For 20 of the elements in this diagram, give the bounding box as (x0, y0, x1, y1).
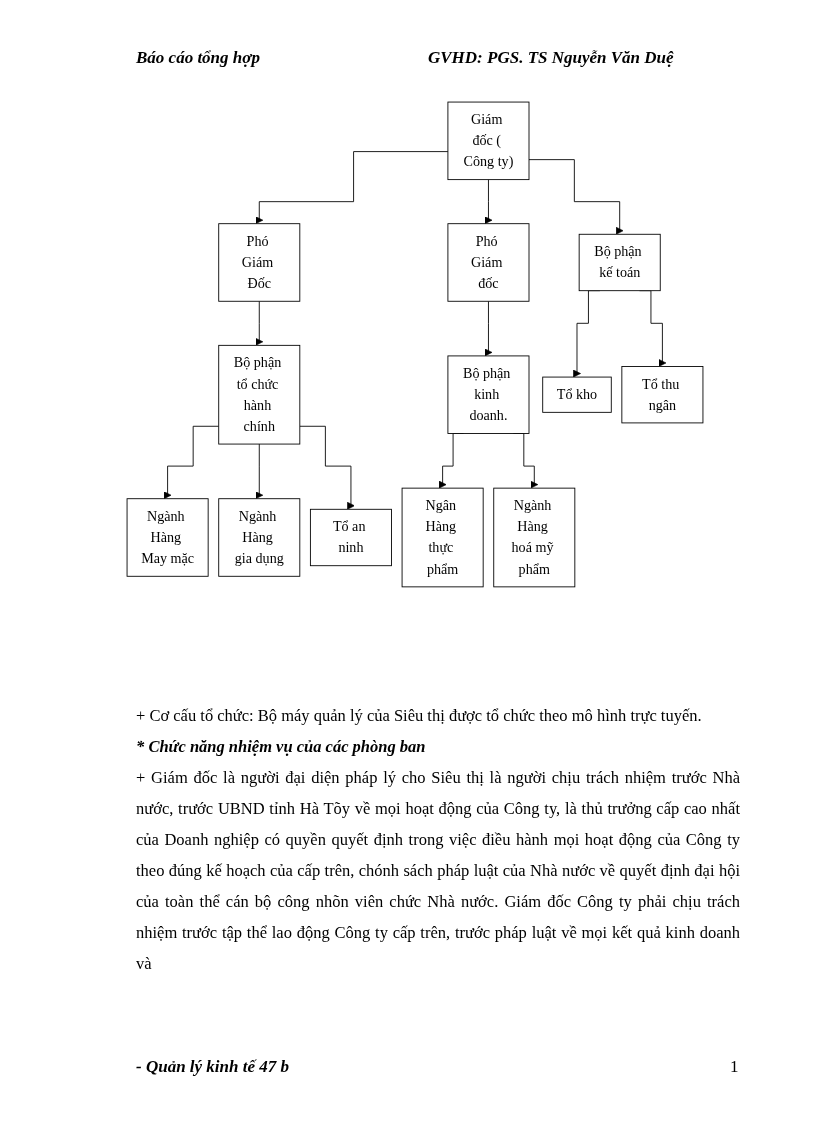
footer-text: - Quản lý kinh tế 47 b (136, 1057, 290, 1077)
paragraph: + Cơ cấu tổ chức: Bộ máy quản lý của Siêu thị được tổ chức theo mô hình trực tuyến. (136, 705, 703, 727)
node-box: Tổ an ninh (309, 508, 392, 567)
paragraph: + Giám đốc là người đại diện pháp lý cho Siêu thị là người chịu trách nhiệm trước Nhà nước, trước UBND tỉnh Hà Tõy về mọi hoạt động của Công ty, là thủ trưởng cấp cao nhất của Doanh nghiệp có quyền quyết định trong việc điều hành mọi hoạt động của Công ty theo đúng kế hoạch của cấp trên, chónh sách pháp luật của Nhà nước về quyết định đại hội của toàn thể cán bộ công nhõn viên chức Nhà nước. Giám đốc Công ty phải chịu trách nhiệm trước tập thể lao động Công ty cấp trên, trước pháp luật về mọi kết quả kinh doanh và (136, 767, 740, 975)
node-box: Bộ phận kinh doanh. (447, 355, 530, 434)
node-box: Phó Giám đốc (447, 223, 530, 302)
node-box: Ngành Hàng May mặc (126, 498, 209, 577)
node-box: Phó Giám Đốc (218, 223, 301, 302)
header-text: GVHD: PGS. TS Nguyễn Văn Duệ (428, 48, 674, 68)
node-box: Ngành Hàng hoá mỹ phẩm (493, 487, 576, 588)
node-box: Ngân Hàng thực phẩm (401, 487, 484, 588)
node-box: Tổ kho (542, 376, 612, 413)
header-text: Báo cáo tổng hợp (136, 48, 260, 68)
page-number: 1 (730, 1057, 739, 1077)
node-box: Tổ thu ngân (621, 366, 704, 424)
node-box: Giám đốc ( Công ty) (447, 101, 530, 181)
node-box: Bộ phận tổ chức hành chính (218, 344, 301, 445)
section-heading: * Chức năng nhiệm vụ của các phòng ban (136, 736, 427, 758)
node-box: Bộ phận kế toán (578, 233, 661, 292)
node-box: Ngành Hàng gia dụng (218, 498, 301, 577)
